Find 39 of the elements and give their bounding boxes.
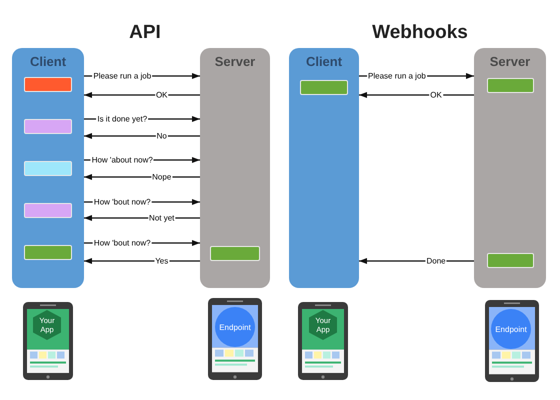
endpoint-circle: Endpoint	[491, 309, 531, 349]
activation-bar	[24, 77, 72, 92]
activation-bar	[300, 80, 348, 95]
activation-bar	[210, 246, 260, 261]
lifeline-title: Client	[28, 54, 68, 69]
arrow	[359, 92, 474, 98]
edge-label: How 'bout now?	[92, 238, 152, 248]
edge-label: How 'bout now?	[92, 198, 152, 206]
activation-bar	[24, 203, 72, 218]
lifeline-title: Server	[214, 54, 256, 69]
server-lifeline	[200, 48, 270, 288]
edge-label: Nope	[151, 172, 172, 182]
edge-label: No	[156, 132, 168, 140]
endpoint-circle: Endpoint	[215, 307, 255, 347]
arrow	[84, 258, 200, 264]
client-lifeline	[12, 48, 84, 288]
arrow	[84, 133, 200, 139]
activation-bar	[24, 119, 72, 134]
activation-bar	[24, 245, 72, 260]
arrow	[84, 92, 200, 98]
edge-label: Please run a job	[367, 72, 427, 80]
edge-label: Not yet	[148, 214, 176, 222]
edge-label: Done	[425, 256, 447, 266]
lifeline-title: Server	[488, 54, 532, 69]
edge-label: How 'about now?	[90, 156, 154, 164]
edge-label: OK	[429, 90, 443, 100]
lifeline-title: Client	[304, 54, 344, 69]
edge-label: Please run a job	[92, 72, 152, 80]
activation-bar	[487, 78, 534, 93]
server-lifeline	[474, 48, 546, 288]
client-lifeline	[289, 48, 359, 288]
edge-label: OK	[154, 90, 168, 100]
section-heading: Webhooks	[372, 22, 468, 44]
edge-label: Yes	[154, 256, 170, 266]
edge-label: Is it done yet?	[96, 114, 148, 124]
arrow	[359, 258, 474, 264]
activation-bar	[487, 253, 534, 268]
section-heading: API	[129, 22, 161, 44]
activation-bar	[24, 161, 72, 176]
